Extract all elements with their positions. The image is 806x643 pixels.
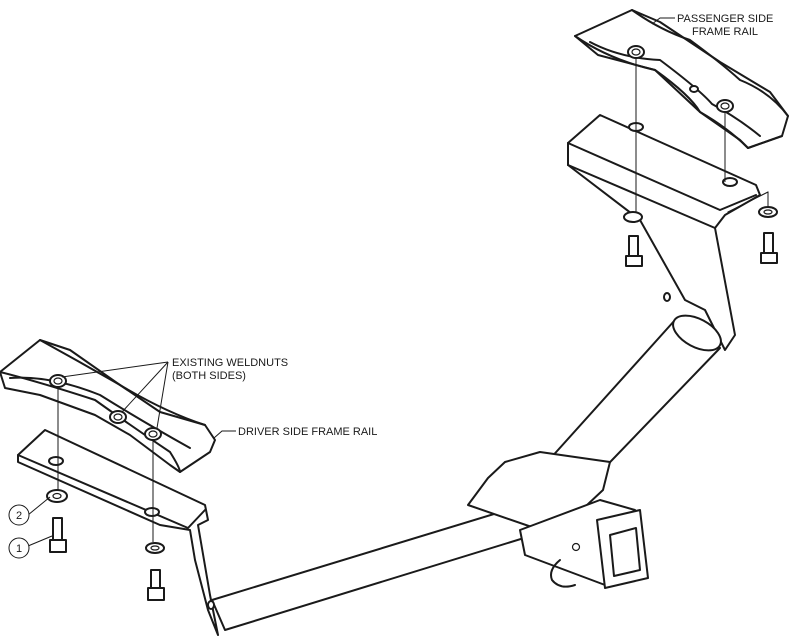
crossbar-tube bbox=[211, 314, 722, 631]
driver-weldnuts bbox=[49, 374, 162, 441]
driver-mount-bracket bbox=[17, 429, 219, 636]
passenger-bolt-left bbox=[623, 211, 643, 267]
receiver-assembly bbox=[467, 451, 649, 589]
passenger-weldnut bbox=[627, 45, 734, 113]
driver-washer-callout-2 bbox=[46, 489, 68, 503]
weldnuts-label-line2: (BOTH SIDES) bbox=[172, 370, 246, 382]
passenger-alignment-lines bbox=[635, 58, 769, 212]
callout-2: 2 bbox=[8, 504, 30, 526]
passenger-rail-label-line2: FRAME RAIL bbox=[692, 26, 758, 38]
driver-bolt-right bbox=[145, 542, 165, 601]
driver-alignment-lines bbox=[57, 387, 154, 542]
callout-2-number: 2 bbox=[16, 510, 22, 522]
leader-lines bbox=[27, 17, 675, 547]
driver-rail-label: DRIVER SIDE FRAME RAIL bbox=[238, 426, 377, 438]
callout-1-number: 1 bbox=[16, 543, 22, 555]
passenger-side-frame-rail bbox=[574, 9, 789, 149]
weldnuts-label-line1: EXISTING WELDNUTS bbox=[172, 357, 288, 369]
driver-bolt-callout-1 bbox=[49, 517, 67, 553]
callout-1: 1 bbox=[8, 537, 30, 559]
passenger-mount-bracket bbox=[567, 114, 769, 351]
passenger-rail-label-line1: PASSENGER SIDE bbox=[677, 13, 773, 25]
passenger-bolt-right bbox=[758, 206, 778, 264]
